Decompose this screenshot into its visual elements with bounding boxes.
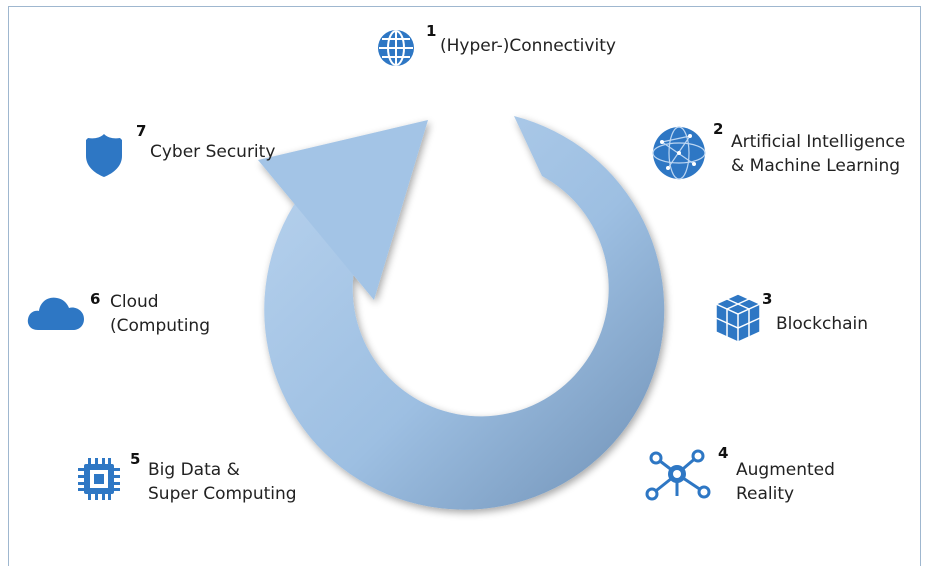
item-label: Cyber Security bbox=[150, 142, 276, 162]
item-number: 3 bbox=[762, 290, 773, 308]
item-number: 5 bbox=[130, 450, 141, 468]
blocks-icon bbox=[715, 293, 761, 343]
item-label: Augmented Reality bbox=[736, 460, 835, 504]
item-number: 6 bbox=[90, 290, 101, 308]
shield-icon bbox=[86, 134, 122, 177]
chip-icon bbox=[78, 458, 120, 500]
item-label: Artificial Intelligence & Machine Learni… bbox=[731, 132, 906, 176]
item-label: Big Data & Super Computing bbox=[148, 460, 297, 504]
globe-icon bbox=[378, 30, 414, 66]
item-number: 1 bbox=[426, 22, 437, 40]
cloud-icon bbox=[27, 297, 85, 330]
item-number: 2 bbox=[713, 120, 724, 138]
item-label: Blockchain bbox=[776, 314, 869, 334]
network-nodes-icon bbox=[645, 449, 711, 501]
item-label: Cloud (Computing bbox=[110, 292, 210, 336]
item-number: 4 bbox=[718, 444, 729, 462]
item-number: 7 bbox=[136, 122, 147, 140]
ai-network-icon bbox=[652, 126, 706, 180]
item-label: (Hyper-)Connectivity bbox=[440, 36, 616, 56]
diagram-frame bbox=[8, 6, 921, 566]
